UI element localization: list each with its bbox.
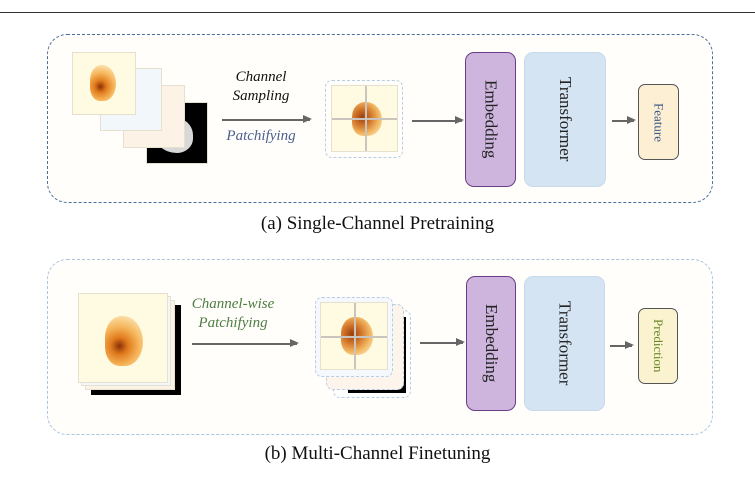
- transformer-block-b: Transformer: [524, 276, 605, 411]
- prediction-label: Prediction: [651, 319, 666, 373]
- arrow-to-embedding-b: [420, 339, 465, 345]
- feature-label: Feature: [651, 102, 667, 142]
- embedding-block-a: Embedding: [465, 52, 516, 187]
- patchified-image-a: [331, 85, 398, 152]
- embedding-label-a: Embedding: [481, 80, 501, 159]
- patchified-image-b: [320, 302, 388, 370]
- channel-wise-line1: Channel-wise: [191, 296, 275, 312]
- arrow-channel-wise: [192, 340, 299, 346]
- transformer-label-a: Transformer: [556, 77, 575, 162]
- multichannel-image-front: [78, 293, 168, 383]
- transformer-block-a: Transformer: [524, 52, 606, 187]
- arrow-to-embedding-a: [412, 117, 464, 123]
- channel-sampling-line1: Channel: [235, 69, 287, 85]
- arrow-to-feature: [612, 117, 636, 123]
- caption-b: (b) Multi-Channel Finetuning: [264, 443, 491, 464]
- arrow-sampling: [222, 116, 312, 122]
- caption-a: (a) Single-Channel Pretraining: [260, 213, 495, 234]
- channel-sampling-line2: Sampling: [232, 88, 290, 104]
- transformer-label-b: Transformer: [555, 301, 575, 386]
- channel-image-1: [72, 52, 136, 115]
- channel-sampling-label: Channel Sampling: [220, 68, 302, 106]
- embedding-block-b: Embedding: [466, 276, 516, 411]
- patchifying-label: Patchifying: [226, 128, 296, 144]
- channel-wise-line2: Patchifying: [198, 315, 268, 331]
- embedding-label-b: Embedding: [482, 304, 501, 383]
- top-rule: [0, 12, 755, 13]
- patch-group-a: [325, 80, 403, 158]
- channel-wise-patchifying-label: Channel-wise Patchifying: [190, 295, 276, 333]
- feature-output: Feature: [638, 84, 679, 160]
- arrow-to-prediction: [610, 342, 634, 348]
- prediction-output: Prediction: [638, 308, 678, 384]
